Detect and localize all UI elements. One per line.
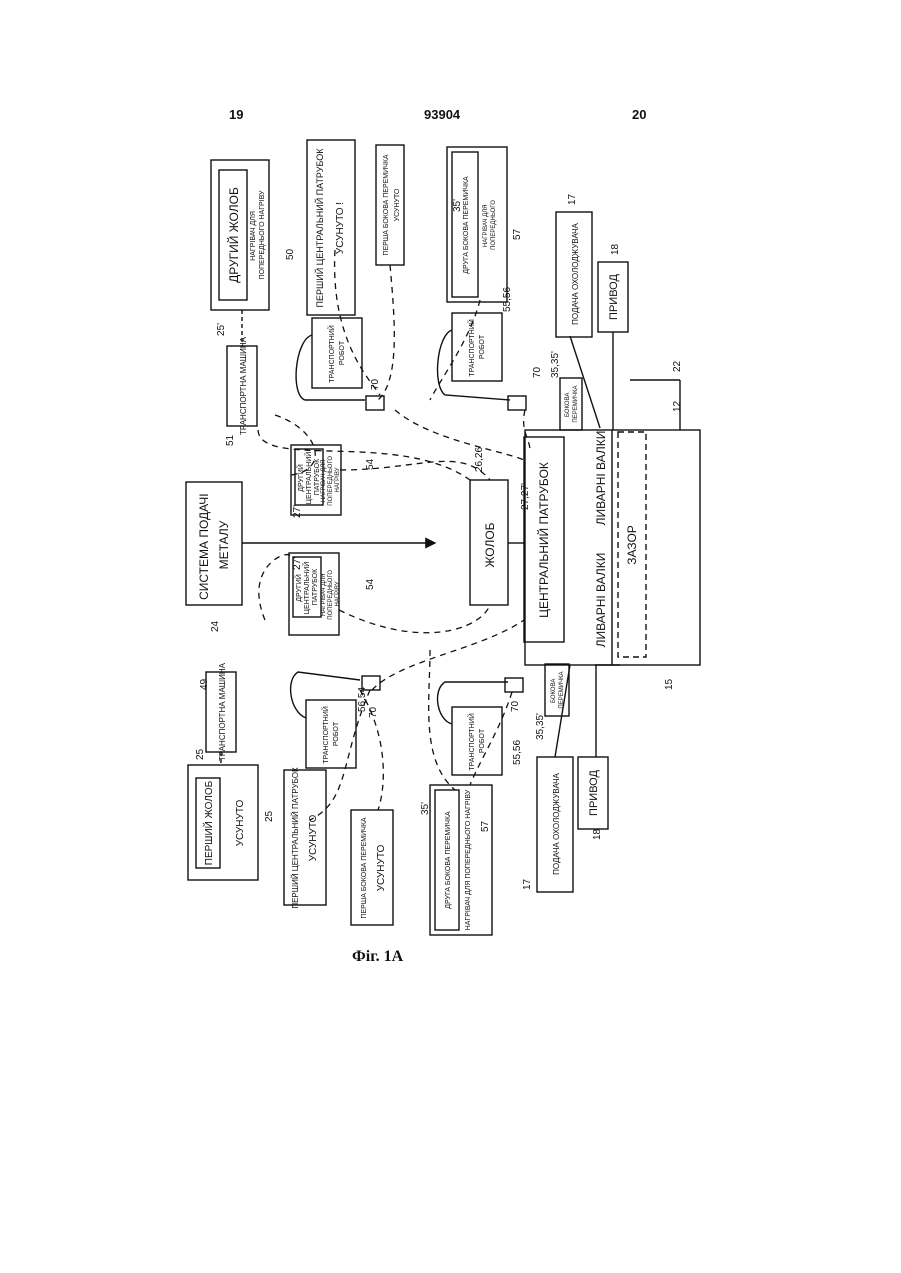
ref-27-prime-lower: 27' [292,557,303,570]
other-trough-label: ДРУГИЙ ЖОЛОБ [226,187,241,283]
first-side-dam-top-removed-label: УСУНУТО [394,188,401,221]
ref-70-bottom: 70 [510,700,521,712]
first-trough-removed-label: УСУНУТО [235,799,246,846]
ref-35-prime-top: 35' [452,199,463,212]
side-dam-bottom-label: БОКОВА ПЕРЕМИЧКА [551,671,565,708]
first-side-dam-bottom-removed-label: УСУНУТО [376,844,387,891]
ref-35-bottom: 35,35' [535,713,546,740]
casting-rolls-left-label: ЛИВАРНІ ВАЛКИ [594,553,608,648]
transport-robot-right-label: ТРАНСПОРТНИЙ РОБОТ [467,317,486,376]
side-dam-top-label: БОКОВА ПЕРЕМИЧКА [565,385,579,422]
first-central-nozzle-bottom-removed-label: УСУНУТО [308,814,319,861]
transport-robot-left-label: ТРАНСПОРТНИЙ РОБОТ [321,704,340,763]
ref-27-27: 27,27' [520,483,531,510]
transport-robot-right-box [452,313,502,381]
transport-robot-bottom-label: ТРАНСПОРТНИЙ РОБОТ [467,711,486,770]
feed-system-label: СИСТЕМА ПОДАЧІ МЕТАЛУ [197,490,231,600]
first-trough-box [188,765,258,880]
ref-70-top: 70 [370,378,381,390]
transport-machine-bottom-label: ТРАНСПОРТНА МАШИНА [218,662,227,761]
ref-57-bottom: 57 [480,820,491,832]
feed-system-box [186,482,242,605]
ref-49: 49 [199,678,210,690]
ref-12: 12 [672,400,683,412]
coolant-supply-bottom-label: ПОДАЧА ОХОЛОДЖУВАЧА [552,772,561,874]
second-side-dam-bottom-box [430,785,492,935]
first-trough-label: ПЕРШИЙ ЖОЛОБ [202,780,215,865]
other-central-nozzle-lower-heater-label: НАГРІВАЧ ДЛЯ ПОПЕРЕДНЬОГО НАГРІВУ [321,568,341,619]
other-central-nozzle-upper-heater-label: НАГРІВАЧ ДЛЯ ПОПЕРЕДНЬОГО НАГРІВУ [321,454,341,505]
ref-25: 25 [195,748,206,760]
transport-robot-bottom-box [452,707,502,775]
ref-18-top: 18 [610,243,621,255]
trough-label: ЖОЛОБ [483,522,497,567]
ref-26: 26,26' [474,445,485,472]
second-side-dam-top-heater-label: НАГРІВАЧ ДЛЯ ПОПЕРЕДНЬОГО [483,200,497,250]
second-side-dam-top-label: ДРУГА БОКОВА ПЕРЕМИЧКА [463,176,470,274]
ref-70-left: 70 [368,706,379,718]
other-trough-heater-label: НАГРІВАЧ ДЛЯ ПОПЕРЕДНЬОГО НАГРІВУ [250,190,266,280]
drive-bottom-label: ПРИВОД [588,770,600,816]
ref-22: 22 [672,360,683,372]
ref-57-top: 57 [512,228,523,240]
ref-24: 24 [210,620,221,632]
figure-caption: Фiг. 1А [352,948,403,966]
ref-17-top: 17 [567,193,578,205]
first-side-dam-top-label: ПЕРША БОКОВА ПЕРЕМИЧКА [383,154,390,255]
ref-27-prime-upper: 27' [292,505,303,518]
ref-35-prime-bottom: 35' [420,802,431,815]
ref-51: 51 [225,434,236,446]
first-central-nozzle-top-label: ПЕРШИЙ ЦЕНТРАЛЬНИЙ ПАТРУБОК [314,148,325,308]
first-side-dam-bottom-label: ПЕРША БОКОВА ПЕРЕМИЧКА [361,817,368,918]
ref-35-top: 35,35' [550,351,561,378]
ref-18-bottom: 18 [592,828,603,840]
ref-17-bottom: 17 [522,878,533,890]
first-central-nozzle-top-removed-label: УСУНУТО ! [335,202,346,254]
first-central-nozzle-bottom-label: ПЕРШИЙ ЦЕНТРАЛЬНИЙ ПАТРУБОК [291,767,300,909]
ref-50: 50 [285,248,296,260]
transport-machine-top-label: ТРАНСПОРТНА МАШИНА [239,336,248,435]
second-side-dam-top-box [447,147,507,302]
ref-55-56-top: 55,56 [502,287,513,312]
casting-rolls-right-label: ЛИВАРНІ ВАЛКИ [594,431,608,526]
ref-54-lower: 54 [365,578,376,590]
second-side-dam-bottom-heater-label: НАГРІВАЧ ДЛЯ ПОПЕРЕДНЬОГО НАГРІВУ [465,789,472,930]
central-nozzle-label: ЦЕНТРАЛЬНИЙ ПАТРУБОК [536,462,551,618]
coolant-supply-top-label: ПОДАЧА ОХОЛОДЖУВАЧА [571,222,580,324]
gap-label: ЗАЗОР [625,525,639,565]
ref-55-56-bottom: 55,56 [512,740,523,765]
second-side-dam-bottom-label: ДРУГА БОКОВА ПЕРЕМИЧКА [445,811,452,909]
ref-15: 15 [664,678,675,690]
ref-56-54: 56,54 [357,687,368,712]
ref-25-removed: 25 [264,810,275,822]
ref-25-prime: 25' [216,323,227,336]
other-central-nozzle-upper-label: ДРУГИЙ ЦЕНТРАЛЬНИЙ ПАТРУБОК [296,450,321,504]
transport-robot-top-label: ТРАНСПОРТНИЙ РОБОТ [327,323,346,382]
ref-70-right: 70 [532,366,543,378]
drive-top-label: ПРИВОД [608,274,620,320]
transport-robot-top-box [312,318,362,388]
ref-54-upper: 54 [365,458,376,470]
